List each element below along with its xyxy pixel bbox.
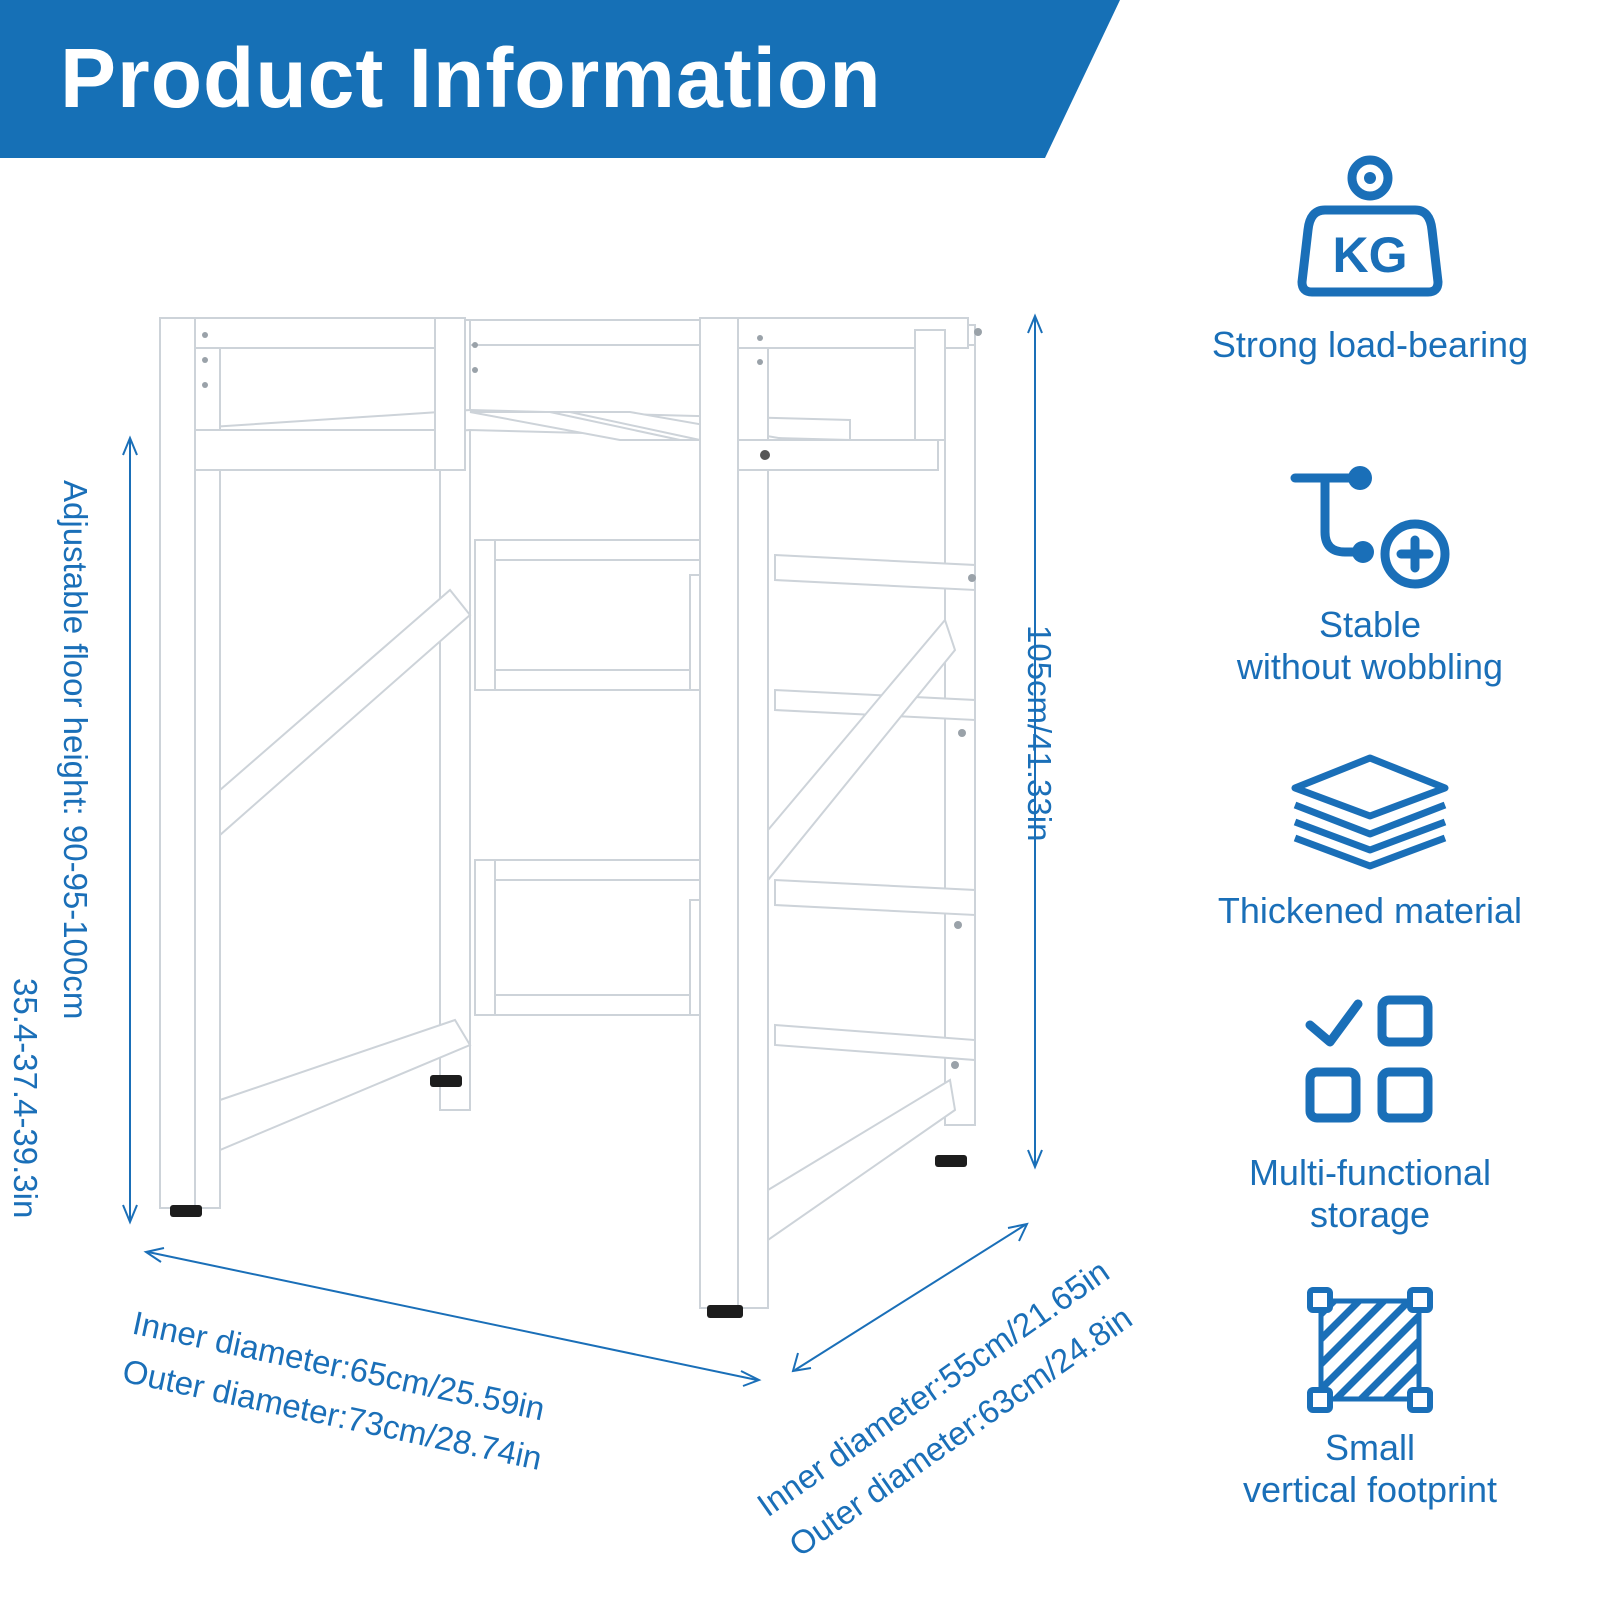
- feature-thickened: Thickened material: [1170, 750, 1570, 932]
- feature-label-line1: Stable: [1318, 604, 1422, 645]
- connector-plus-icon: [1290, 466, 1450, 589]
- rack-frame: [159, 317, 976, 1309]
- height-adjustable-label-inches: 35.4-37.4-39.3in: [7, 978, 44, 1219]
- kg-weight-icon: KG: [1297, 155, 1443, 297]
- header-banner: [0, 0, 1120, 158]
- page-title: Product Information: [60, 31, 882, 125]
- feature-label: Strong load-bearing: [1211, 324, 1529, 365]
- feature-label-line2: vertical footprint: [1242, 1469, 1498, 1510]
- hatched-square-icon: [1307, 1287, 1433, 1413]
- feature-footprint: Small vertical footprint: [1170, 1285, 1570, 1511]
- height-adjustable-label: Adjustable floor height: 90-95-100cm: [57, 480, 94, 1020]
- feature-label: Thickened material: [1217, 890, 1523, 931]
- feature-label-line2: storage: [1309, 1194, 1431, 1235]
- rack-feet: [170, 1075, 967, 1318]
- layers-icon: [1291, 754, 1449, 870]
- feature-load-bearing: KG Strong load-bearing: [1170, 150, 1570, 366]
- feature-label-line1: Multi-functional: [1248, 1152, 1492, 1193]
- svg-text:KG: KG: [1333, 227, 1408, 283]
- dimension-arrows: [122, 313, 1043, 1387]
- feature-stable: Stable without wobbling: [1170, 460, 1570, 688]
- grid-check-icon: [1305, 995, 1433, 1123]
- feature-label-line2: without wobbling: [1236, 646, 1504, 687]
- feature-multifunctional: Multi-functional storage: [1170, 990, 1570, 1236]
- total-height-label: 105cm/41.33in: [1021, 625, 1058, 842]
- feature-label-line1: Small: [1324, 1427, 1416, 1468]
